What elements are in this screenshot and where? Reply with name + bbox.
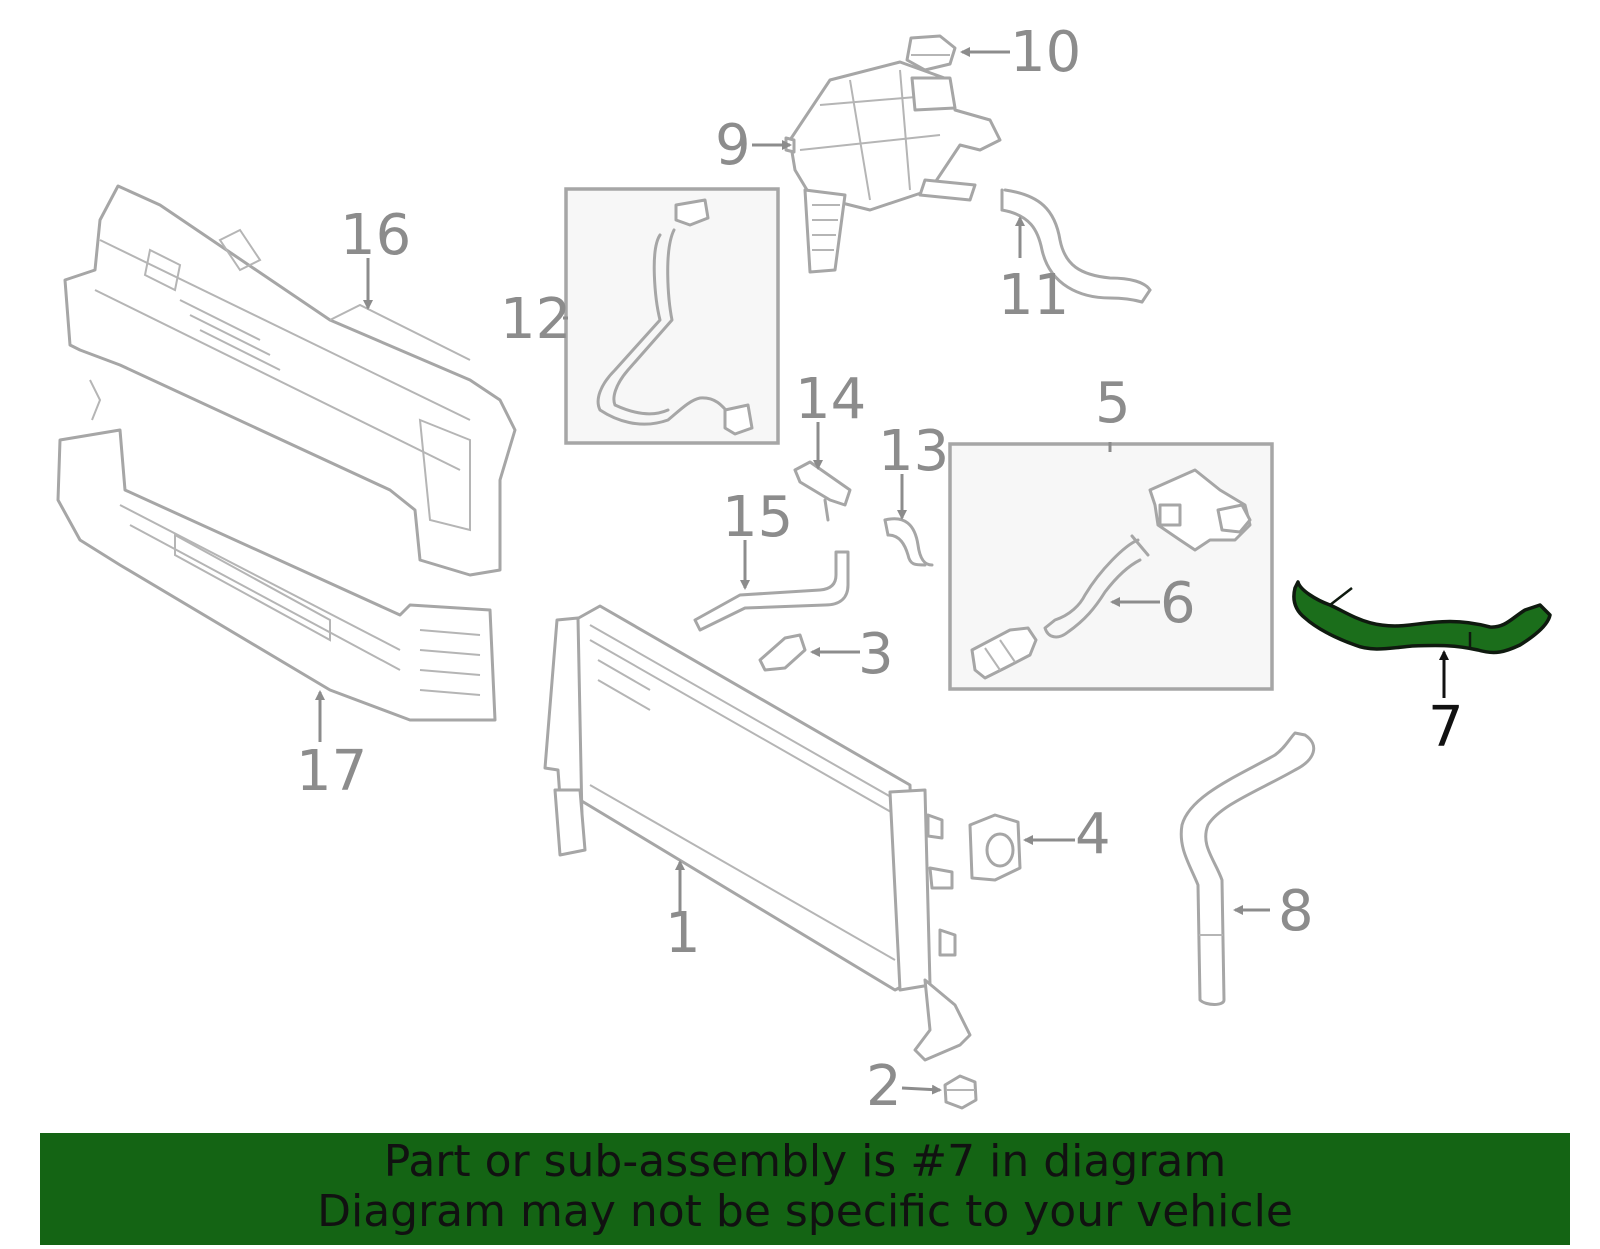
part-9-reservoir — [784, 60, 1002, 274]
callout-6: 6 — [1160, 571, 1196, 636]
callout-1: 1 — [665, 901, 701, 966]
part-8-hose — [1179, 731, 1316, 1006]
callout-16: 16 — [340, 203, 411, 268]
part-14-sensor — [793, 460, 852, 522]
part-17-lower-air-guide — [56, 379, 497, 722]
part-13-hose — [883, 517, 934, 567]
part-7-hose-highlighted — [1292, 580, 1552, 655]
callout-10: 10 — [1010, 20, 1081, 85]
callout-7: 7 — [1428, 695, 1464, 760]
part-2-nut — [943, 1074, 978, 1110]
callout-13: 13 — [878, 419, 949, 484]
callout-2: 2 — [866, 1054, 902, 1119]
banner-line-1: Part or sub-assembly is #7 in diagram — [383, 1136, 1227, 1187]
callout-5: 5 — [1095, 371, 1131, 436]
banner-line-2: Diagram may not be specific to your vehi… — [317, 1186, 1293, 1237]
part-11-hose — [1000, 188, 1152, 304]
callout-4: 4 — [1075, 802, 1111, 867]
part-4-grommet — [968, 813, 1022, 882]
callout-8: 8 — [1278, 879, 1314, 944]
info-banner: Part or sub-assembly is #7 in diagram Di… — [40, 1133, 1570, 1245]
callout-15: 15 — [722, 485, 793, 550]
part-1-radiator — [543, 604, 972, 1062]
callout-labels: 1 2 3 4 5 6 7 8 9 10 11 12 13 14 15 16 1… — [296, 20, 1464, 1119]
callout-11: 11 — [998, 263, 1069, 328]
callout-12: 12 — [500, 287, 571, 352]
callout-3: 3 — [858, 622, 894, 687]
callout-17: 17 — [296, 739, 367, 804]
part-16-front-carrier — [63, 184, 517, 577]
part-15-hose — [693, 550, 850, 632]
part-12-box — [564, 187, 780, 445]
callout-9: 9 — [715, 113, 751, 178]
part-3-fitting — [758, 633, 807, 672]
part-5-box — [948, 442, 1274, 691]
callout-14: 14 — [795, 367, 866, 432]
part-10-cap — [905, 34, 957, 72]
leader-lines — [315, 47, 1449, 1095]
